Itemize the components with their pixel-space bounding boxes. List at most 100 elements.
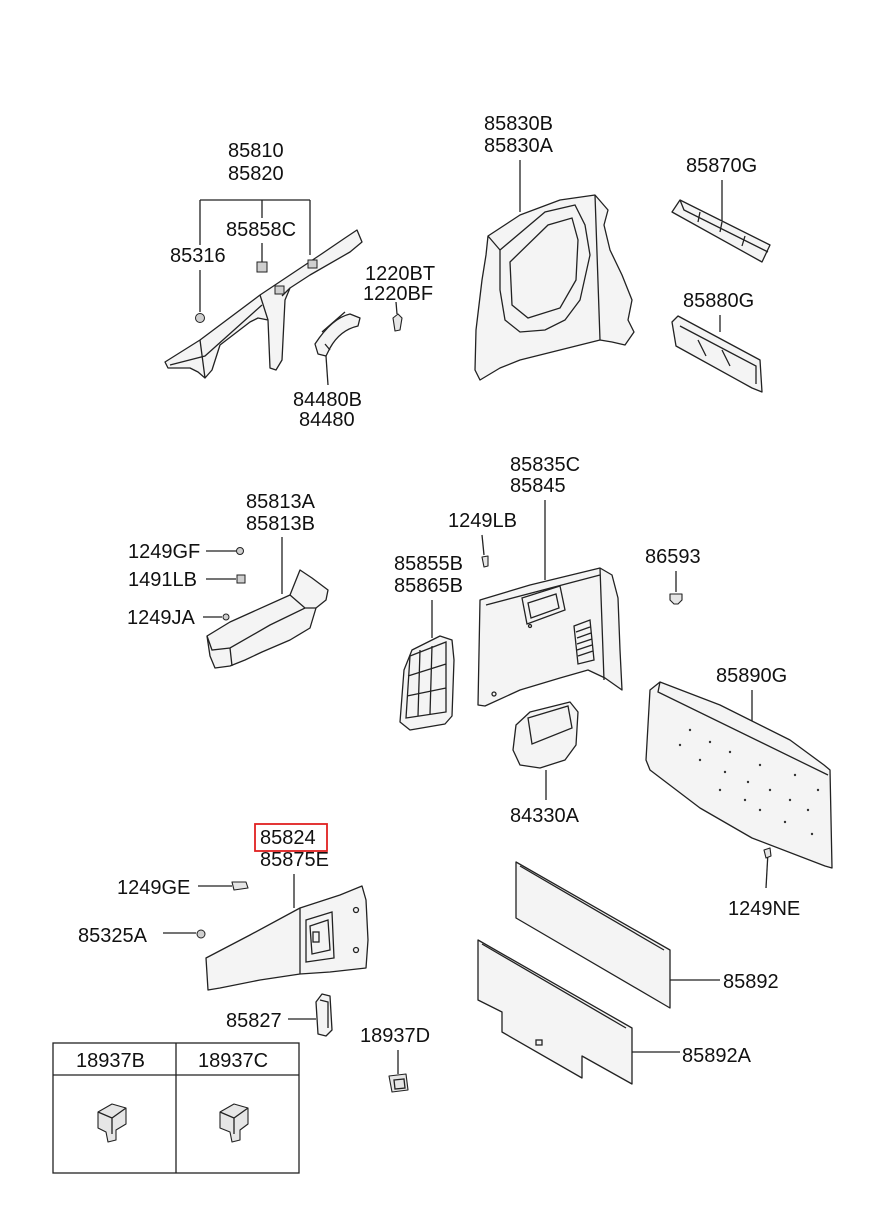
label-85316: 85316: [170, 245, 226, 267]
label-85870G: 85870G: [686, 155, 757, 177]
boards-85892-group: 85892 85892A: [477, 861, 779, 1085]
label-85865B: 85865B: [394, 575, 463, 597]
screw-1249GE: [231, 881, 249, 891]
cover-85855B-group: 85855B 85865B: [394, 553, 463, 731]
label-85827: 85827: [226, 1010, 282, 1032]
trim-85824-hole-2: [352, 946, 360, 954]
label-85845: 85845: [510, 475, 566, 497]
quarter-trim-part: [474, 194, 635, 381]
pillar-trim-edges: [169, 287, 291, 379]
leader-1249NE: [765, 851, 769, 889]
board-85892-edge: [519, 865, 665, 951]
leader-85810: [199, 199, 311, 312]
label-85892: 85892: [723, 971, 779, 993]
screw-1249NE: [763, 847, 772, 859]
luggage-trim-hole-2: [527, 623, 533, 629]
sill-trim-edges: [206, 594, 316, 667]
clip-18937B-edges: [97, 1107, 127, 1134]
clip-table-grid: [53, 1043, 299, 1173]
label-18937C: 18937C: [198, 1050, 268, 1072]
label-85890G: 85890G: [716, 665, 787, 687]
leader-84480: [325, 355, 329, 386]
label-86593: 86593: [645, 546, 701, 568]
cover-85855B-grid: [405, 641, 447, 719]
quarter-trim-85830-group: 85830B 85830A: [474, 113, 635, 381]
leaders-85813: [203, 537, 283, 618]
sill-trim-85813-group: 85813A 85813B 1249GF 1491LB 1249JA: [127, 491, 329, 669]
cover-84330A-face: [527, 705, 573, 745]
trim-85824-hole-1: [352, 906, 360, 914]
luggage-trim-edges: [485, 567, 605, 681]
label-85880G: 85880G: [683, 290, 754, 312]
label-1249GE: 1249GE: [117, 877, 190, 899]
luggage-trim-part: [477, 567, 623, 707]
clip-86593-group: 86593: [645, 546, 701, 605]
pillar-trim-85810-group: 85810 85820 85858C 85316 1220BT 1220BF 8…: [164, 140, 435, 431]
trim-85824-edges: [299, 908, 335, 974]
screw-85316: [195, 313, 205, 323]
trim-85824-part: [205, 885, 369, 991]
screw-1220BT: [392, 313, 403, 332]
trim-85824-group: 85824 85875E 1249GE 85325A: [78, 823, 369, 991]
luggage-trim-grille: [573, 619, 595, 665]
label-85830B: 85830B: [484, 113, 553, 135]
clip-86593: [669, 593, 683, 605]
quarter-trim-window: [499, 204, 591, 333]
board-85892A-tab: [535, 1039, 543, 1046]
label-85813A: 85813A: [246, 491, 316, 513]
pad-85880G: [671, 315, 763, 393]
label-85813B: 85813B: [246, 513, 315, 535]
highlight-85824: [254, 823, 328, 852]
label-85824: 85824: [260, 827, 316, 849]
label-84480B: 84480B: [293, 389, 362, 411]
part-85827-group: 85827: [226, 993, 333, 1037]
screw-1249LB: [481, 555, 489, 568]
board-85890G-dots: [678, 728, 820, 836]
clip-table-18937: 18937B 18937C: [52, 1042, 300, 1174]
cover-84330A-group: 84330A: [510, 701, 580, 827]
clip-18937D-group: 18937D: [360, 1025, 430, 1093]
board-85890G-edge: [657, 681, 829, 776]
quarter-trim-inner: [509, 217, 579, 319]
label-1220BT: 1220BT: [365, 263, 435, 285]
clip-85325A: [196, 929, 206, 939]
cover-84330A: [512, 701, 579, 769]
part-85827-edge: [319, 999, 329, 1028]
board-85890G-group: 85890G 1249NE: [645, 665, 833, 920]
label-85810: 85810: [228, 140, 284, 162]
board-85892A: [477, 939, 633, 1085]
luggage-trim-hole: [491, 691, 497, 697]
board-85890G: [645, 681, 833, 869]
clip-pillar: [307, 259, 318, 269]
label-1491LB: 1491LB: [128, 569, 197, 591]
label-85875E: 85875E: [260, 849, 329, 871]
screw-1249GF: [236, 547, 244, 555]
pad-85870G-edges: [679, 199, 769, 253]
clip-1491LB: [236, 574, 246, 584]
label-1249JA: 1249JA: [127, 607, 195, 629]
pad-85880G-edges: [679, 325, 757, 384]
clip-18937D-face: [393, 1078, 406, 1090]
label-85820: 85820: [228, 163, 284, 185]
leader-1220BT: [395, 301, 398, 315]
pads-85870G-85880G-group: 85870G 85880G: [671, 155, 771, 393]
label-84330A: 84330A: [510, 805, 580, 827]
label-85325A: 85325A: [78, 925, 148, 947]
screw-1249JA: [222, 613, 230, 621]
clip-18937C-edges: [219, 1107, 249, 1134]
label-18937B: 18937B: [76, 1050, 145, 1072]
pad-85870G: [671, 199, 771, 263]
leader-1249LB: [481, 534, 485, 556]
luggage-trim-pocket: [521, 585, 566, 625]
label-85892A: 85892A: [682, 1045, 752, 1067]
label-1249GF: 1249GF: [128, 541, 200, 563]
label-85830A: 85830A: [484, 135, 554, 157]
label-1249LB: 1249LB: [448, 510, 517, 532]
luggage-trim-85835C-group: 85835C 85845 1249LB: [448, 454, 623, 707]
label-1249NE: 1249NE: [728, 898, 800, 920]
clip-pillar-2: [274, 285, 285, 295]
bracket-84480-edges: [321, 311, 346, 351]
label-85855B: 85855B: [394, 553, 463, 575]
quarter-trim-edges: [487, 194, 601, 341]
